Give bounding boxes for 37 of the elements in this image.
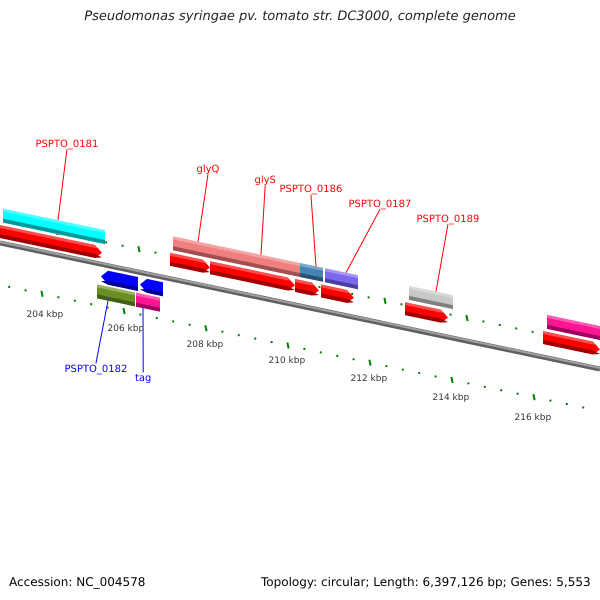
tick-label: 216 kbp [514,414,552,424]
tick-label: 204 kbp [26,311,64,321]
tick-label: 210 kbp [268,357,306,367]
gene-glyph [210,261,295,290]
gene-glyph [170,252,210,273]
gene-label: glyS [254,174,276,186]
gene-label: PSPTO_0187 [348,198,412,210]
title: Pseudomonas syringae pv. tomato str. DC3000, complete genome [83,10,517,24]
gene-bar [97,284,135,306]
gene-bar [325,268,358,290]
gene-glyph [543,331,600,354]
gene-bar [300,263,323,282]
leader-line [310,194,316,267]
gene-glyph [295,278,319,296]
gene-label: glyQ [196,164,220,174]
leader-line [436,224,448,292]
footer-text: Accession: NC_004578 [9,576,146,589]
gene-label: PSPTO_0189 [416,214,480,224]
gene-label: PSPTO_0181 [36,138,98,150]
leader-line [260,185,266,256]
gene-glyph [0,225,102,258]
gene-glyph [321,284,354,303]
footer-text: Topology: circular; Length: 6,397,126 bp; Genes: 5,553 [261,576,591,589]
leader-line [95,300,108,364]
leader-line [346,209,380,274]
gene-label: PSPTO_0186 [280,184,342,194]
tick-label: 212 kbp [350,375,388,385]
leader-line [58,149,68,221]
gene-bar [136,292,160,312]
leader-line [198,174,208,242]
tick-label: 214 kbp [432,394,470,404]
gene-label: tag [135,372,152,384]
gene-label: PSPTO_0182 [64,364,128,374]
tick-label: 208 kbp [186,341,224,351]
gene-glyph [405,302,448,323]
gene-bar [173,236,213,259]
leader-line [142,308,144,373]
